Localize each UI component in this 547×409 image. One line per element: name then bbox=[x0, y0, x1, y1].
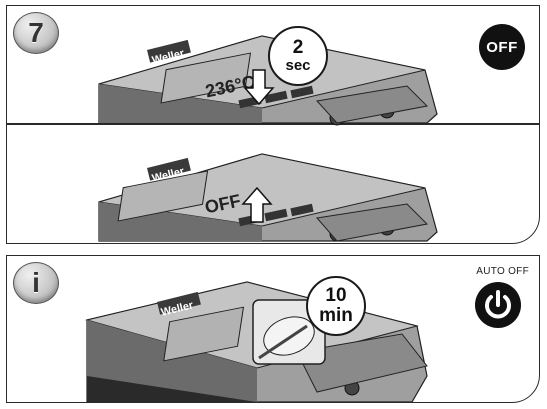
info-icon: i bbox=[32, 267, 40, 298]
info-panel: Weller i AUTO OFF 10 min bbox=[6, 255, 540, 403]
button-right-2[interactable] bbox=[290, 203, 314, 217]
timer-2-sec: 2 sec bbox=[268, 26, 328, 86]
soldering-station-top: Weller 236°C bbox=[98, 35, 438, 126]
arrow-down-icon bbox=[243, 69, 275, 106]
lcd-display-3 bbox=[163, 306, 245, 362]
timer-10-min: 10 min bbox=[306, 276, 366, 336]
step-number-badge: 7 bbox=[13, 12, 59, 54]
step-number: 7 bbox=[28, 17, 44, 48]
station-illustration-auto-off: Weller bbox=[85, 281, 428, 402]
lcd-display bbox=[160, 52, 252, 104]
station-illustration-top: Weller 236°C Weller OFF bbox=[98, 35, 438, 242]
timer-unit-2: min bbox=[319, 305, 353, 326]
arrow-up-icon bbox=[241, 186, 273, 223]
timer-value-2: 10 bbox=[325, 285, 347, 307]
timer-value: 2 bbox=[292, 37, 304, 59]
power-icon bbox=[475, 282, 521, 328]
lcd-display-2 bbox=[117, 170, 209, 222]
soldering-station-bottom: Weller OFF bbox=[98, 153, 438, 242]
step-panel: Weller 236°C Weller OFF bbox=[6, 5, 540, 244]
button-right[interactable] bbox=[290, 85, 314, 99]
panel-divider bbox=[7, 123, 539, 125]
button-middle[interactable] bbox=[264, 90, 288, 104]
auto-off-label: AUTO OFF bbox=[476, 266, 529, 277]
power-glyph bbox=[485, 290, 511, 319]
timer-unit: sec bbox=[285, 57, 311, 75]
brand-plate bbox=[147, 39, 191, 63]
off-label: OFF bbox=[486, 38, 518, 56]
button-middle-2[interactable] bbox=[264, 208, 288, 222]
info-badge: i bbox=[13, 262, 59, 304]
off-symbol: OFF bbox=[479, 24, 525, 70]
